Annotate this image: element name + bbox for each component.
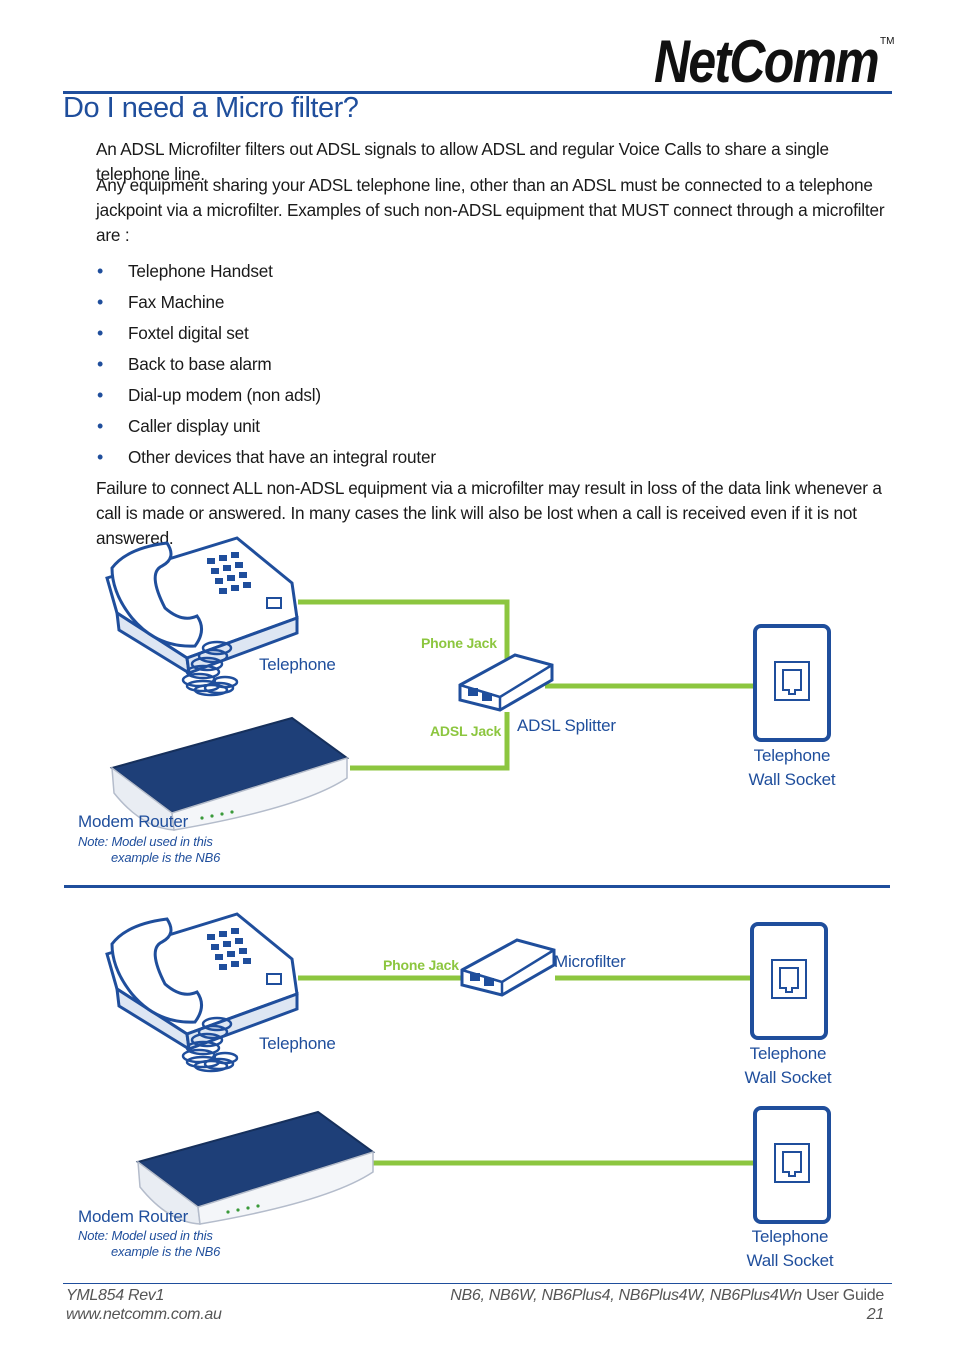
warning-paragraph: Failure to connect ALL non-ADSL equipmen… bbox=[96, 478, 882, 548]
modem-router-label: Modem Router bbox=[78, 812, 189, 831]
wall-socket-icon bbox=[753, 1106, 831, 1224]
microfilter-label: Microfilter bbox=[554, 952, 626, 971]
logo-wordmark: NetComm bbox=[654, 28, 878, 88]
adsl-splitter-icon bbox=[458, 653, 554, 712]
modem-router-label: Modem Router bbox=[78, 1207, 189, 1226]
guide-suffix: User Guide bbox=[801, 1287, 884, 1304]
logo-trademark: TM bbox=[880, 36, 894, 47]
model-note: Note: Model used in this example is the … bbox=[78, 834, 221, 865]
equipment-list: Telephone Handset Fax Machine Foxtel dig… bbox=[96, 259, 436, 476]
list-item: Dial-up modem (non adsl) bbox=[96, 383, 436, 414]
netcomm-logo: NetComm TM bbox=[654, 28, 894, 88]
footer-rule bbox=[63, 1283, 892, 1284]
doc-code: YML854 Rev1 bbox=[66, 1287, 165, 1304]
model-note: Note: Model used in this example is the … bbox=[78, 1228, 221, 1259]
microfilter-icon bbox=[460, 938, 556, 997]
list-item: Telephone Handset bbox=[96, 259, 436, 290]
phone-jack-label: Phone Jack bbox=[421, 635, 497, 651]
wall-socket-label: Telephone Wall Socket bbox=[744, 1044, 832, 1087]
telephone-label: Telephone bbox=[259, 1034, 336, 1053]
section-divider bbox=[64, 885, 890, 888]
page-title: Do I need a Micro filter? bbox=[63, 92, 359, 124]
phone-jack-label: Phone Jack bbox=[383, 957, 459, 973]
website: www.netcomm.com.au bbox=[66, 1306, 222, 1323]
list-item: Foxtel digital set bbox=[96, 321, 436, 352]
wall-socket-label: Telephone Wall Socket bbox=[746, 1227, 834, 1270]
telephone-label: Telephone bbox=[259, 655, 336, 674]
page-number: 21 bbox=[866, 1306, 885, 1323]
wall-socket-label: Telephone Wall Socket bbox=[748, 746, 836, 789]
equipment-paragraph: Any equipment sharing your ADSL telephon… bbox=[96, 175, 885, 245]
diagram1-cables bbox=[298, 599, 755, 771]
adsl-splitter-label: ADSL Splitter bbox=[517, 716, 616, 735]
wall-socket-icon bbox=[750, 922, 828, 1040]
guide-title: NB6, NB6W, NB6Plus4, NB6Plus4W, NB6Plus4… bbox=[450, 1287, 884, 1305]
diagram2-cables bbox=[298, 975, 755, 1166]
header-rule bbox=[63, 91, 892, 94]
adsl-jack-label: ADSL Jack bbox=[430, 723, 502, 739]
intro-paragraph: An ADSL Microfilter filters out ADSL sig… bbox=[96, 139, 829, 184]
list-item: Caller display unit bbox=[96, 414, 436, 445]
model-list: NB6, NB6W, NB6Plus4, NB6Plus4W, NB6Plus4… bbox=[450, 1287, 802, 1304]
wall-socket-icon bbox=[753, 624, 831, 742]
list-item: Fax Machine bbox=[96, 290, 436, 321]
list-item: Other devices that have an integral rout… bbox=[96, 445, 436, 476]
list-item: Back to base alarm bbox=[96, 352, 436, 383]
